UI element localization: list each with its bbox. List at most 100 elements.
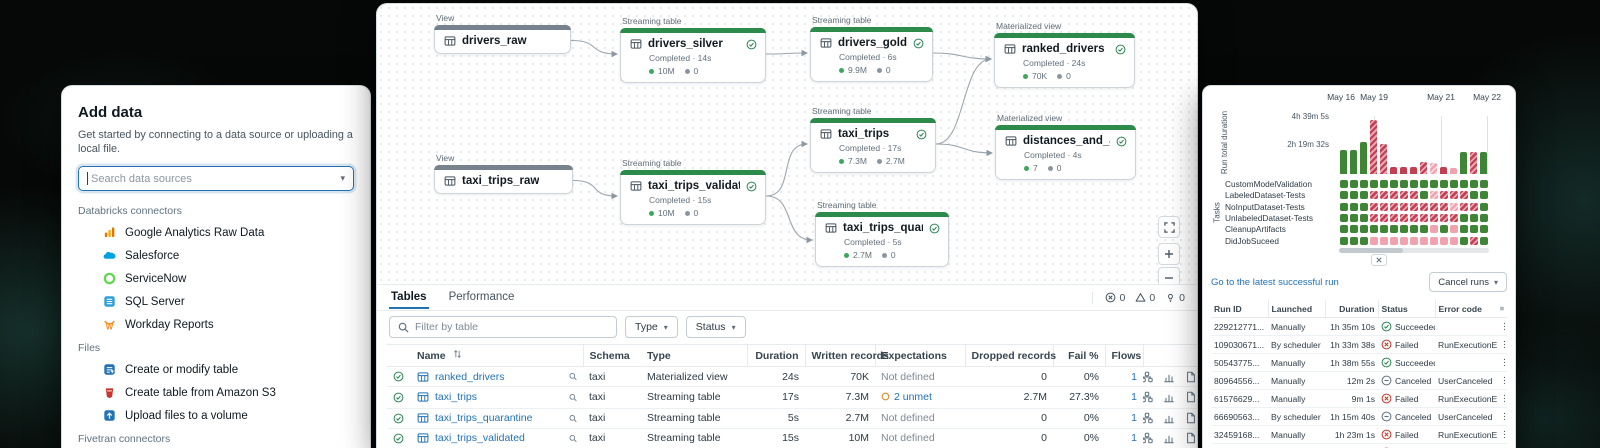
run-bar[interactable] <box>1340 150 1347 174</box>
zoom-in-button[interactable] <box>1158 243 1180 265</box>
tab-performance[interactable]: Performance <box>448 291 515 303</box>
chart-icon[interactable] <box>1163 391 1175 403</box>
task-status-cell[interactable] <box>1469 180 1478 188</box>
flows-link[interactable]: 1 <box>1105 386 1143 409</box>
task-status-cell[interactable] <box>1339 191 1348 200</box>
task-status-cell[interactable] <box>1339 213 1348 222</box>
task-status-cell[interactable] <box>1439 225 1448 234</box>
task-status-cell[interactable] <box>1449 191 1458 200</box>
task-status-cell[interactable] <box>1339 202 1348 211</box>
table-name-link[interactable]: ranked_drivers <box>435 370 505 383</box>
table-name-link[interactable]: taxi_trips <box>435 391 478 404</box>
task-status-cell[interactable] <box>1459 202 1468 211</box>
task-status-cell[interactable] <box>1369 180 1378 188</box>
search-table-icon[interactable] <box>569 371 577 382</box>
table-name-link[interactable]: taxi_trips_validated <box>435 432 525 444</box>
task-status-cell[interactable] <box>1399 213 1408 222</box>
filter-by-table-input[interactable]: Filter by table <box>389 316 617 338</box>
task-status-cell[interactable] <box>1479 213 1488 222</box>
issue-counter[interactable]: 0 <box>1165 292 1185 304</box>
task-status-cell[interactable] <box>1469 191 1478 200</box>
run-id-cell[interactable]: 33529579... <box>1211 443 1268 448</box>
row-menu-button[interactable]: ⋮ <box>1497 371 1507 390</box>
task-status-cell[interactable] <box>1419 180 1428 188</box>
file-icon[interactable] <box>1185 371 1197 383</box>
search-table-icon[interactable] <box>569 413 577 424</box>
chart-icon[interactable] <box>1163 432 1175 444</box>
run-bar[interactable] <box>1460 151 1467 174</box>
task-status-cell[interactable] <box>1419 236 1428 245</box>
task-status-cell[interactable] <box>1399 191 1408 200</box>
row-menu-button[interactable]: ⋮ <box>1497 425 1507 444</box>
task-status-cell[interactable] <box>1389 236 1398 245</box>
task-status-cell[interactable] <box>1349 180 1358 188</box>
run-id-cell[interactable]: 229212771... <box>1211 317 1268 336</box>
task-status-cell[interactable] <box>1339 236 1348 245</box>
flows-link[interactable]: 1 <box>1105 428 1143 448</box>
run-bar[interactable] <box>1350 149 1357 174</box>
task-status-cell[interactable] <box>1369 236 1378 245</box>
run-bar[interactable] <box>1440 167 1447 174</box>
task-status-cell[interactable] <box>1429 191 1438 200</box>
task-status-cell[interactable] <box>1359 225 1368 234</box>
chart-zoom-reset-button[interactable] <box>1371 254 1387 266</box>
pipeline-node-taxi_trips_validated[interactable]: Streaming tabletaxi_trips_validatedCompl… <box>620 158 766 225</box>
task-status-cell[interactable] <box>1349 191 1358 200</box>
task-status-cell[interactable] <box>1479 191 1488 200</box>
task-status-cell[interactable] <box>1429 225 1438 234</box>
task-status-cell[interactable] <box>1449 202 1458 211</box>
task-status-cell[interactable] <box>1359 202 1368 211</box>
run-bar[interactable] <box>1410 166 1417 174</box>
flow-icon[interactable] <box>1143 371 1153 383</box>
run-bar[interactable] <box>1480 151 1487 174</box>
task-status-cell[interactable] <box>1359 191 1368 200</box>
run-bar[interactable] <box>1370 119 1377 174</box>
task-status-cell[interactable] <box>1399 180 1408 188</box>
flows-link[interactable]: 1 <box>1105 408 1143 429</box>
search-table-icon[interactable] <box>569 392 577 403</box>
task-status-cell[interactable] <box>1409 202 1418 211</box>
chart-scrollbar-handle[interactable] <box>1339 248 1403 253</box>
columns-icon[interactable] <box>1500 303 1504 314</box>
run-bar[interactable] <box>1420 161 1427 174</box>
chart-icon[interactable] <box>1163 371 1175 383</box>
run-id-cell[interactable]: 50543775... <box>1211 353 1268 372</box>
task-status-cell[interactable] <box>1379 225 1388 234</box>
task-status-cell[interactable] <box>1359 213 1368 222</box>
task-status-cell[interactable] <box>1399 225 1408 234</box>
run-bar[interactable] <box>1450 168 1457 174</box>
task-status-cell[interactable] <box>1459 236 1468 245</box>
task-status-cell[interactable] <box>1429 213 1438 222</box>
task-status-cell[interactable] <box>1429 236 1438 245</box>
connector-item-create-table-from-amazon-s3[interactable]: Create table from Amazon S3 <box>78 381 354 404</box>
sort-icon[interactable] <box>453 349 462 362</box>
connector-item-salesforce[interactable]: Salesforce <box>78 244 354 267</box>
task-status-cell[interactable] <box>1449 213 1458 222</box>
flow-icon[interactable] <box>1143 391 1153 403</box>
task-status-cell[interactable] <box>1369 191 1378 200</box>
task-status-cell[interactable] <box>1449 236 1458 245</box>
task-status-cell[interactable] <box>1419 191 1428 200</box>
task-status-cell[interactable] <box>1359 180 1368 188</box>
task-status-cell[interactable] <box>1369 225 1378 234</box>
task-status-cell[interactable] <box>1449 225 1458 234</box>
task-status-cell[interactable] <box>1439 180 1448 188</box>
task-status-cell[interactable] <box>1479 225 1488 234</box>
task-status-cell[interactable] <box>1469 236 1478 245</box>
task-status-cell[interactable] <box>1469 225 1478 234</box>
run-id-cell[interactable]: 61576629... <box>1211 389 1268 408</box>
task-status-cell[interactable] <box>1479 180 1488 188</box>
task-status-cell[interactable] <box>1399 236 1408 245</box>
connector-item-google-analytics-raw-data[interactable]: Google Analytics Raw Data <box>78 221 354 244</box>
connector-item-servicenow[interactable]: ServiceNow <box>78 267 354 290</box>
run-id-cell[interactable]: 80964556... <box>1211 371 1268 390</box>
task-status-cell[interactable] <box>1389 225 1398 234</box>
run-bar[interactable] <box>1470 152 1477 174</box>
task-status-cell[interactable] <box>1419 225 1428 234</box>
connector-item-upload-files-to-a-volume[interactable]: Upload files to a volume <box>78 404 354 427</box>
